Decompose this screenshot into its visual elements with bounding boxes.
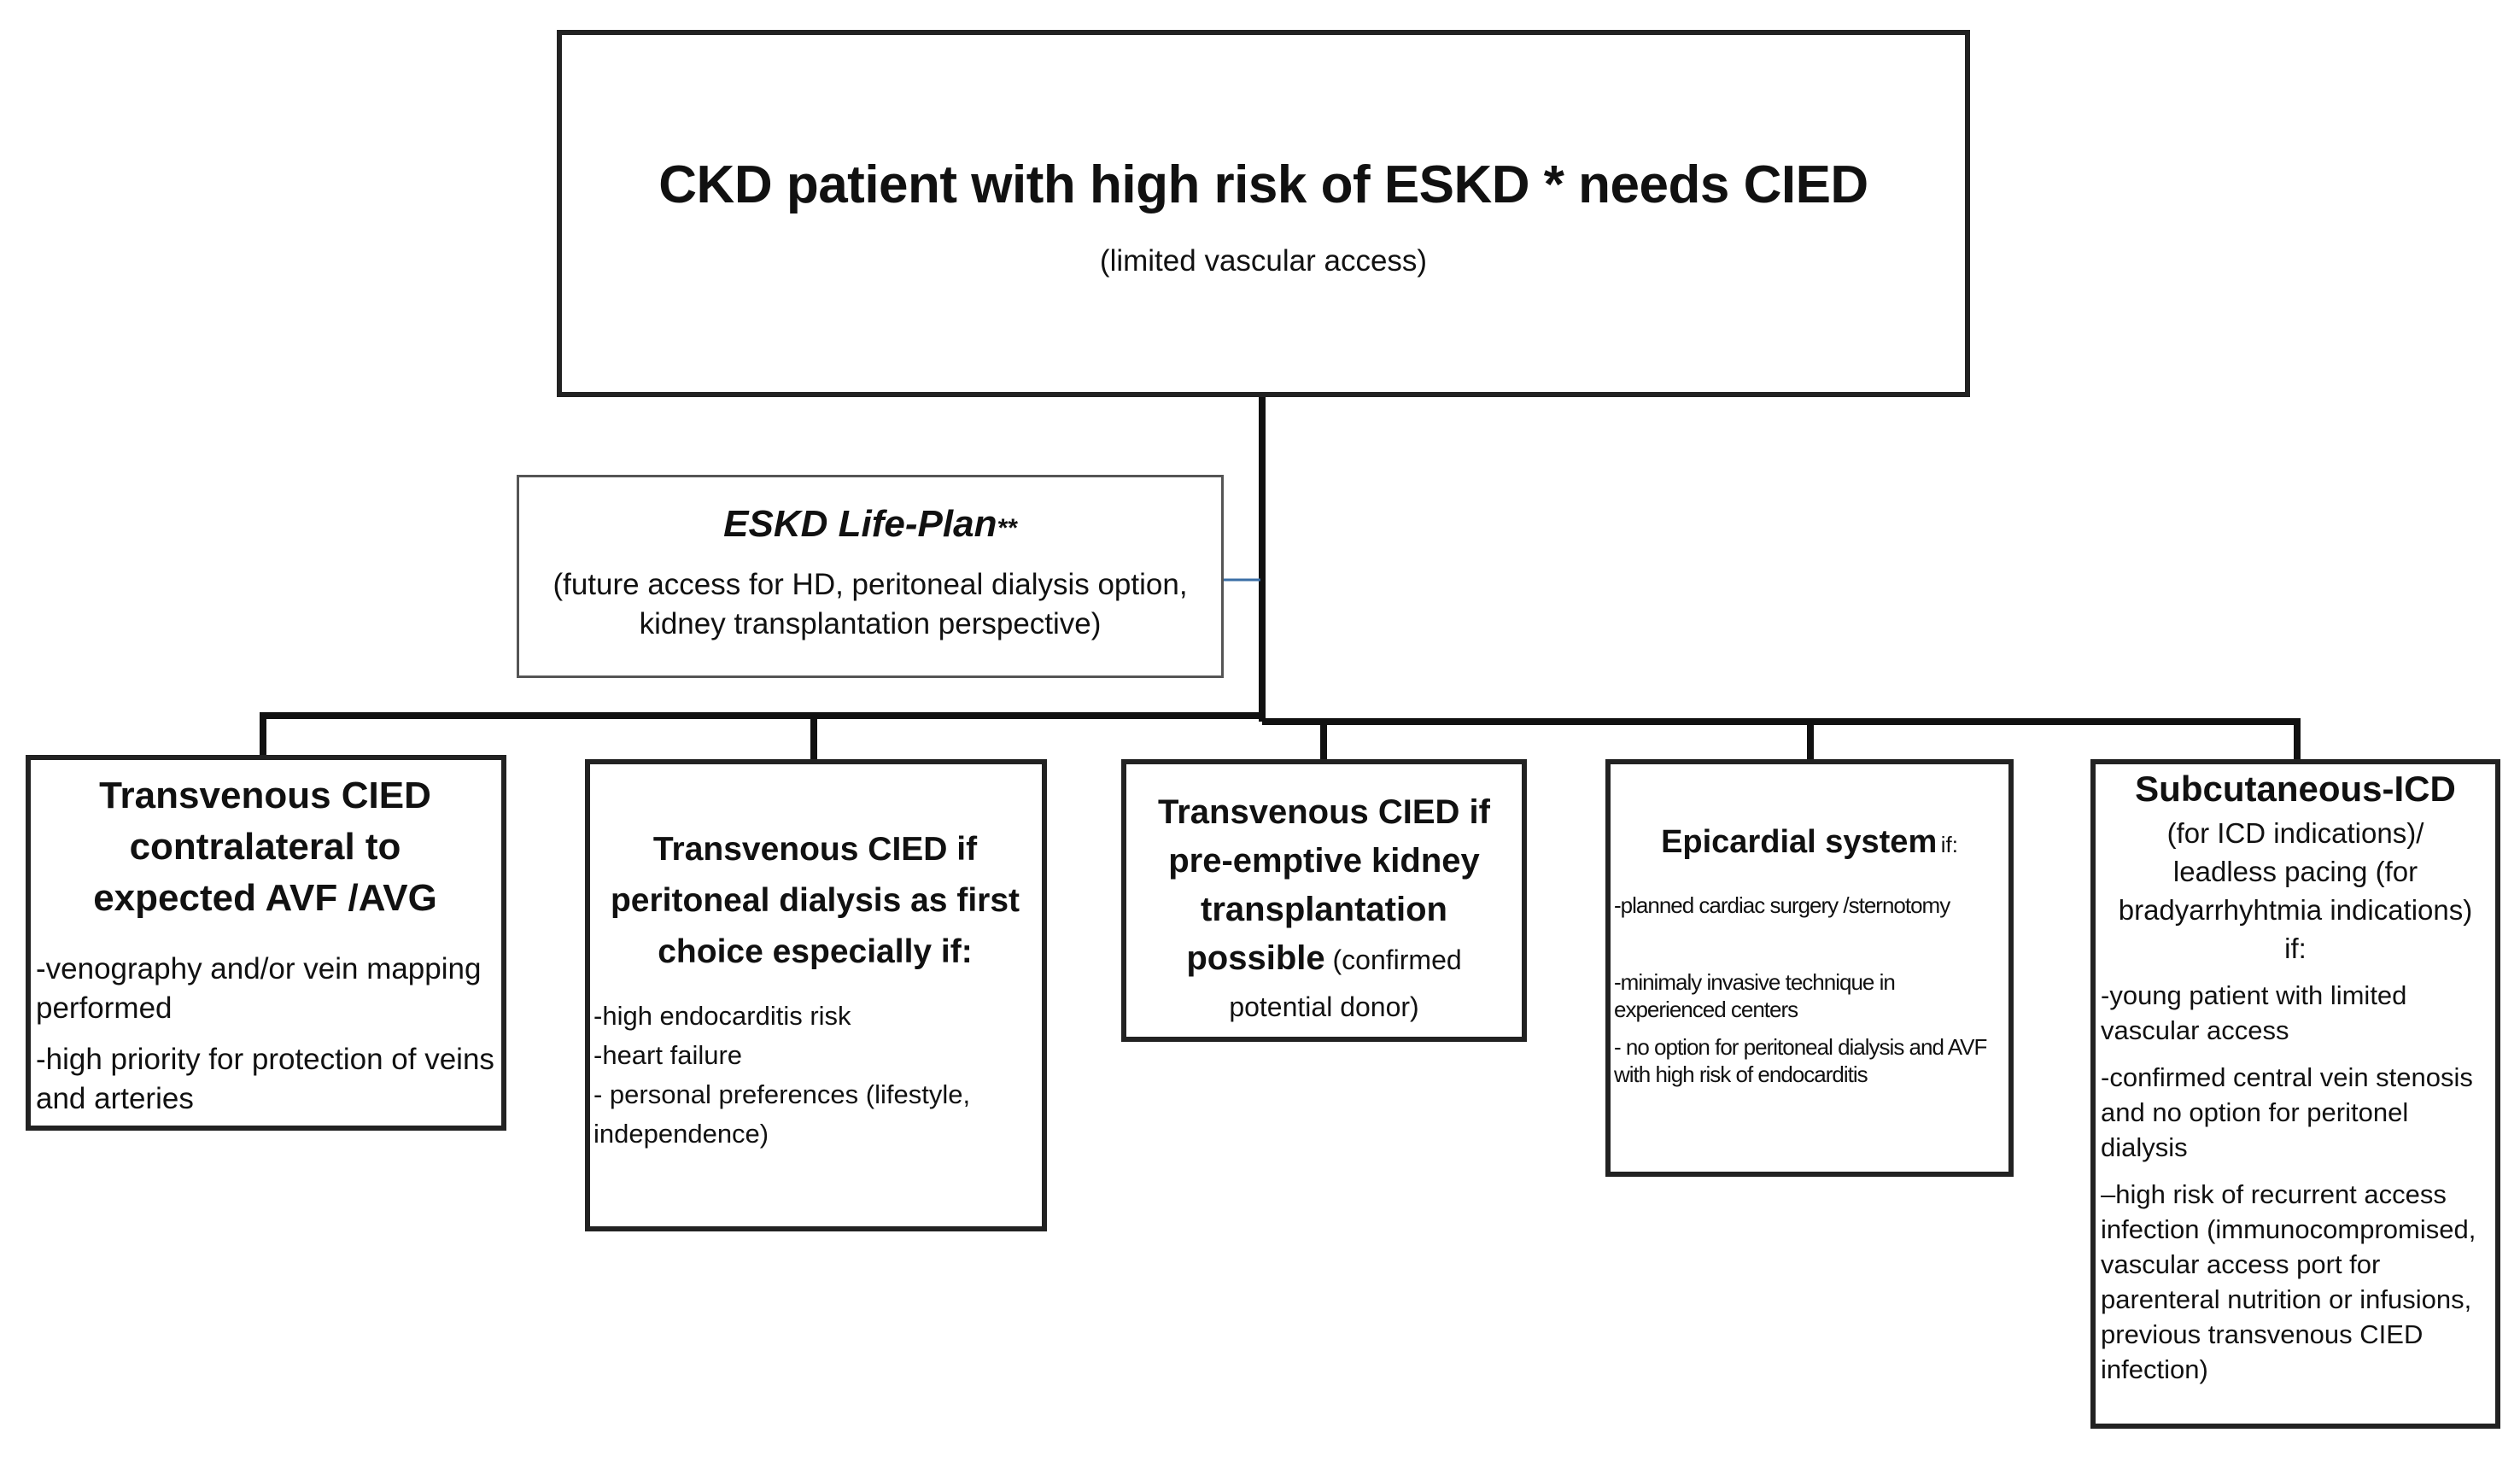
box1-item: -venography and/or vein mapping performe… — [36, 952, 482, 1025]
option-box-epicardial-system: Epicardial system if: -planned cardiac s… — [1605, 759, 2014, 1177]
box1-title: Transvenous CIED contralateral to expect… — [93, 775, 437, 919]
box2-item: - personal preferences (lifestyle, indep… — [593, 1079, 971, 1149]
box4-title-suffix: if: — [1940, 832, 1958, 857]
life-plan-title: ESKD Life-Plan — [723, 503, 997, 545]
box3-title-suffix: (confirmed potential donor) — [1229, 944, 1462, 1022]
box5-item: -young patient with limited vascular acc… — [2101, 980, 2407, 1045]
option-box-pre-emptive-transplantation: Transvenous CIED if pre-emptive kidney t… — [1121, 759, 1527, 1042]
box4-item: -planned cardiac surgery /sternotomy — [1614, 892, 1950, 918]
top-box-title: CKD patient with high risk of ESKD * nee… — [658, 155, 1868, 214]
life-plan-title-mark: ** — [997, 514, 1017, 542]
option-box-peritoneal-dialysis: Transvenous CIED if peritoneal dialysis … — [585, 759, 1047, 1231]
box2-item: -heart failure — [593, 1040, 743, 1070]
top-box-subtitle: (limited vascular access) — [1099, 244, 1428, 278]
box1-item: -high priority for protection of veins a… — [36, 1043, 494, 1115]
box4-title-row: Epicardial system if: — [1614, 824, 2005, 861]
box2-item: -high endocarditis risk — [593, 1001, 851, 1031]
box5-title: Subcutaneous-ICD — [2135, 769, 2456, 809]
box4-title: Epicardial system — [1661, 824, 1938, 860]
life-plan-line-2: kidney transplantation perspective) — [639, 607, 1102, 640]
box1-items: -venography and/or vein mapping performe… — [36, 950, 494, 1119]
box2-title: Transvenous CIED if peritoneal dialysis … — [610, 831, 1020, 970]
box5-item: –high risk of recurrent access infection… — [2101, 1179, 2476, 1384]
box3-title-block: Transvenous CIED if pre-emptive kidney t… — [1138, 792, 1510, 1033]
box5-items: -young patient with limited vascular acc… — [2101, 978, 2490, 1387]
life-plan-title-row: ESKD Life-Plan** — [519, 503, 1221, 546]
top-box: CKD patient with high risk of ESKD * nee… — [557, 30, 1970, 397]
life-plan-line-1: (future access for HD, peritoneal dialys… — [553, 568, 1188, 601]
box4-item: -minimaly invasive technique in experien… — [1614, 969, 1896, 1022]
box5-subtitle: (for ICD indications)/ leadless pacing (… — [2118, 817, 2473, 964]
box2-items: -high endocarditis risk -heart failure -… — [593, 997, 1037, 1154]
box4-item: - no option for peritoneal dialysis and … — [1614, 1034, 1987, 1087]
box5-item: -confirmed central vein stenosis and no … — [2101, 1062, 2473, 1162]
box3-title: Transvenous CIED if pre-emptive kidney t… — [1158, 793, 1490, 977]
life-plan-box: ESKD Life-Plan** (future access for HD, … — [517, 475, 1224, 678]
box4-items: -planned cardiac surgery /sternotomy -mi… — [1614, 892, 2005, 1088]
option-box-subcutaneous-icd: Subcutaneous-ICD (for ICD indications)/ … — [2090, 759, 2500, 1429]
option-box-transvenous-contralateral: Transvenous CIED contralateral to expect… — [26, 755, 506, 1131]
